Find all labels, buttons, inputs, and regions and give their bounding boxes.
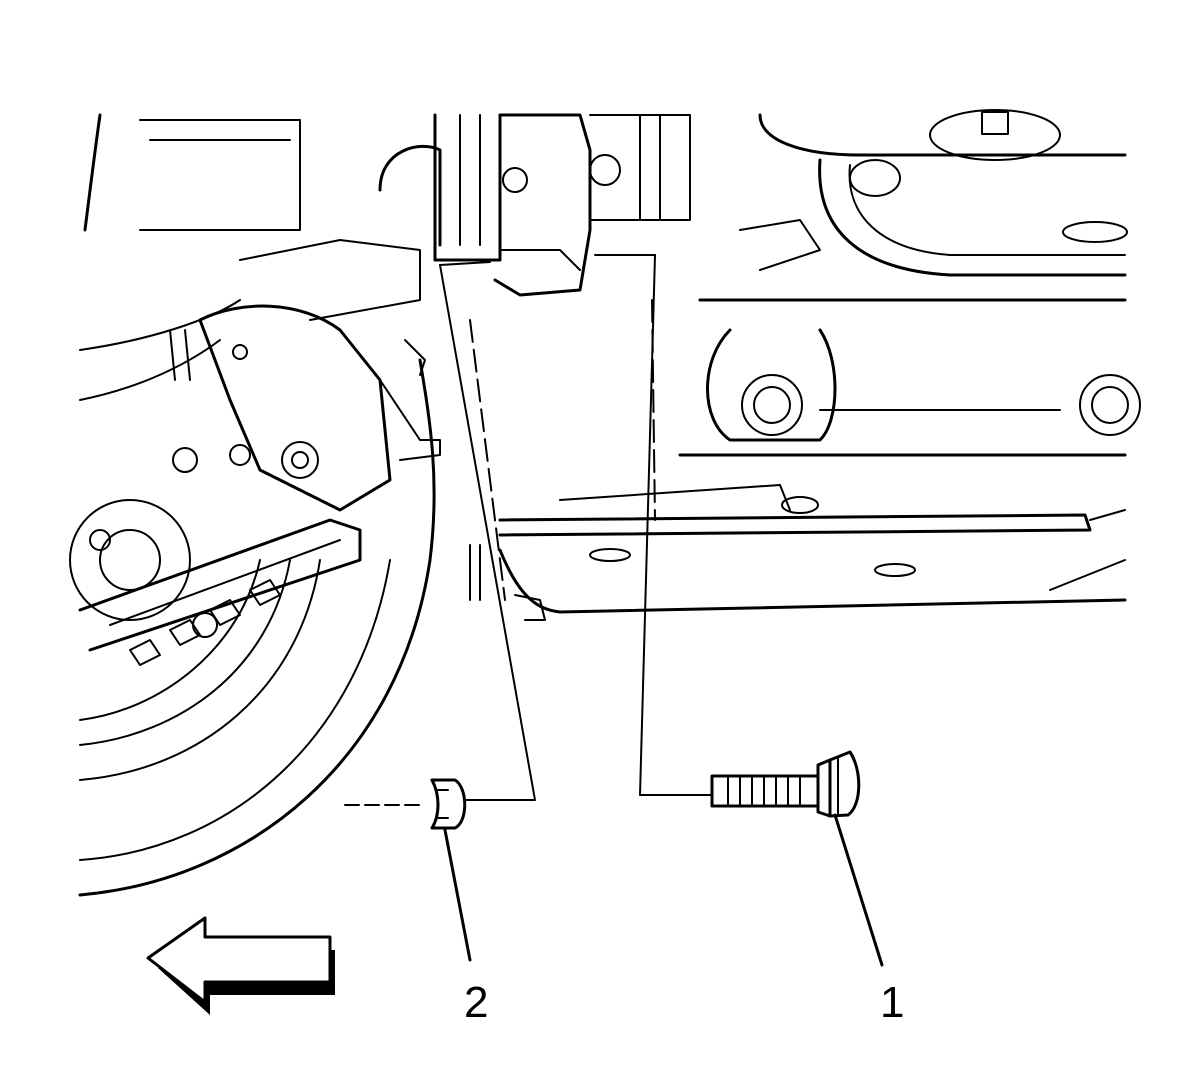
axle-housing: [378, 113, 691, 297]
callout-leaders: [443, 813, 884, 967]
exploded-view-lines: [344, 254, 713, 806]
knuckle: [83, 113, 441, 512]
nut-part: [430, 778, 467, 830]
bolt-part: [710, 750, 861, 818]
left-arrow-icon: [146, 916, 335, 1015]
callout-label-2: 2: [464, 978, 488, 1027]
rear-subframe: [469, 109, 1141, 621]
lower-control-arm: [78, 518, 362, 666]
callout-label-1: 1: [880, 978, 904, 1027]
